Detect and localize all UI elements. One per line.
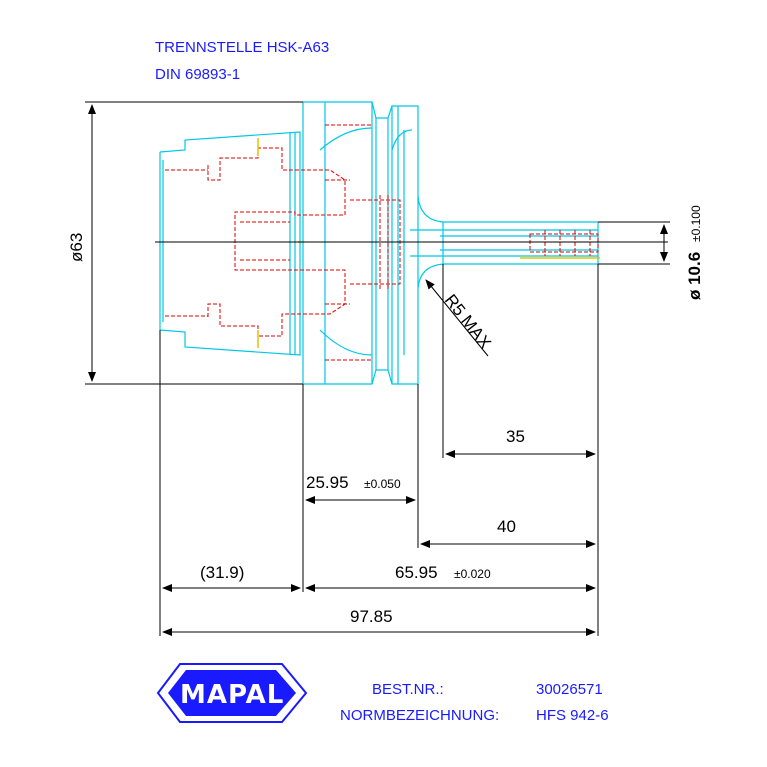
dim-35: 35: [506, 427, 525, 446]
dim-40: 40: [497, 517, 516, 536]
title-line-1: TRENNSTELLE HSK-A63: [155, 39, 329, 56]
dim-diameter-10-6: ø 10.6: [685, 252, 704, 300]
order-value: 30026571: [536, 681, 603, 698]
dim-diameter-10-6-tol: ±0.100: [689, 205, 703, 242]
dim-65-95: 65.95: [395, 563, 438, 582]
dim-97-85: 97.85: [350, 607, 393, 626]
title-line-2: DIN 69893-1: [155, 66, 240, 83]
mapal-logo: MAPAL: [156, 663, 308, 723]
mapal-logo-text: MAPAL: [180, 680, 284, 710]
part-outline: [159, 101, 599, 385]
norm-label: NORMBEZEICHNUNG:: [340, 707, 499, 724]
dimension-lines: [85, 101, 670, 636]
dim-31-9: (31.9): [200, 563, 244, 582]
dim-25-95: 25.95: [306, 473, 349, 492]
norm-value: HFS 942-6: [536, 707, 609, 724]
dim-65-95-tol: ±0.020: [454, 567, 491, 581]
dim-diameter-63: ø63: [67, 233, 86, 262]
radius-note: R5 MAX: [441, 291, 495, 353]
dim-25-95-tol: ±0.050: [364, 477, 401, 491]
order-label: BEST.NR.:: [372, 681, 444, 698]
